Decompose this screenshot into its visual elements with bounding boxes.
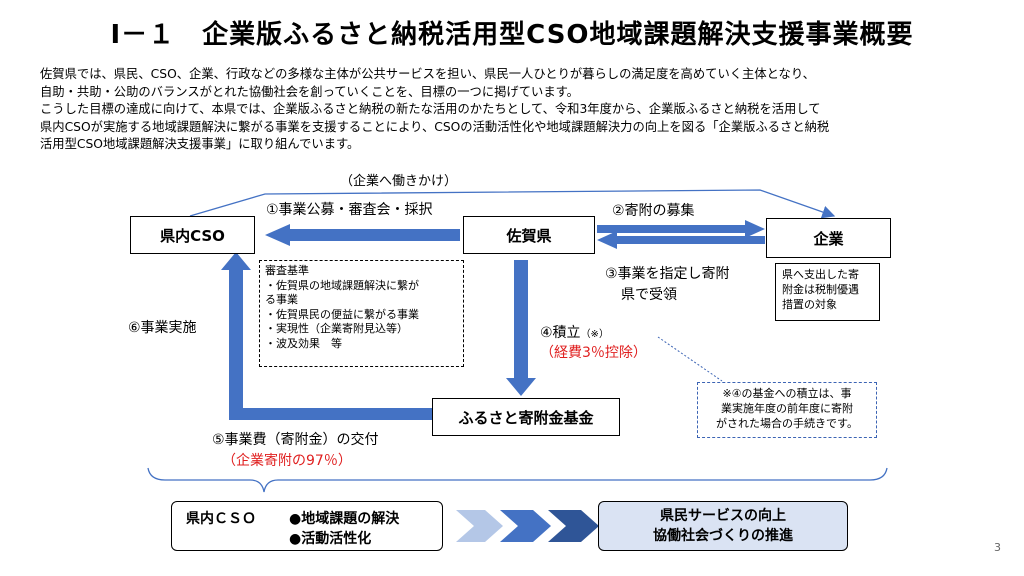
- bottom-bracket: [147, 467, 888, 493]
- company-label: 企業: [813, 229, 844, 248]
- fund-label: ふるさと寄附金基金: [458, 408, 594, 427]
- bottom-cso-box: 県内ＣＳＯ ●地域課題の解決 ●活動活性化: [171, 501, 443, 551]
- intro-line: 県内CSOが実施する地域課題解決に繋がる事業を支援することにより、CSOの活動活…: [40, 119, 830, 134]
- criteria-item: ・佐賀県民の便益に繋がる事業: [265, 307, 419, 321]
- arrow-saga-to-company: [597, 220, 765, 238]
- criteria-title: 審査基準: [265, 264, 309, 277]
- step4-text: ④積立: [540, 325, 581, 341]
- fund-box: ふるさと寄附金基金: [432, 398, 620, 436]
- arrow-saga-to-cso: [265, 224, 460, 246]
- criteria-item: ・佐賀県の地域課題解決に繋が: [265, 278, 419, 292]
- intro-line: 活用型CSO地域課題解決支援事業」に取り組んでいます。: [40, 137, 360, 151]
- step6-label: ⑥事業実施: [128, 320, 197, 336]
- arrow-fund-to-cso: [221, 252, 432, 420]
- effect-2: ●活動活性化: [289, 531, 372, 547]
- tax-note-box: 県へ支出した寄 附金は税制優遇 措置の対象: [775, 263, 880, 321]
- tax-note-line: 附金は税制優遇: [782, 283, 859, 296]
- footnote-line: ※④の基金への積立は、事: [722, 387, 852, 400]
- step4-deduction: （経費3％控除）: [540, 345, 647, 361]
- criteria-item: る事業: [265, 293, 298, 306]
- step3-label-line1: ③事業を指定し寄附: [605, 266, 730, 282]
- step4-note: （※）: [580, 329, 609, 340]
- outreach-line: [189, 189, 836, 219]
- step3-label-line2: 県で受領: [621, 287, 677, 303]
- cso-label: 県内CSO: [160, 226, 225, 245]
- result-line-1: 県民サービスの向上: [660, 508, 786, 524]
- step5-ratio: （企業寄附の97％）: [222, 453, 352, 469]
- result-box: 県民サービスの向上 協働社会づくりの推進: [598, 501, 848, 551]
- company-box: 企業: [766, 218, 891, 258]
- arrow-company-to-saga: [597, 231, 765, 249]
- effect-1: ●地域課題の解決: [289, 511, 400, 527]
- footnote-leader: [657, 336, 723, 382]
- saga-box: 佐賀県: [463, 216, 595, 254]
- criteria-item: ・実現性（企業寄附見込等）: [265, 322, 408, 335]
- step2-label: ②寄附の募集: [612, 203, 695, 219]
- page-number: 3: [994, 541, 1001, 554]
- intro-line: こうした目標の達成に向けて、本県では、企業版ふるさと納税の新たな活用のかたちとし…: [40, 102, 821, 116]
- footnote-line: 業実施年度の前年度に寄附: [721, 402, 853, 415]
- intro-text: 佐賀県では、県民、CSO、企業、行政などの多様な主体が公共サービスを担い、県民一…: [40, 66, 1000, 154]
- step5-label: ⑤事業費（寄附金）の交付: [212, 432, 379, 448]
- arrow-saga-to-fund: [506, 260, 536, 396]
- chevron-1: [456, 510, 503, 542]
- tax-note-line: 県へ支出した寄: [782, 268, 859, 281]
- footnote-box: ※④の基金への積立は、事 業実施年度の前年度に寄附 がされた場合の手続きです。: [697, 382, 877, 438]
- footnote-line: がされた場合の手続きです。: [716, 417, 858, 430]
- step1-label: ①事業公募・審査会・採択: [266, 202, 433, 218]
- chevron-3: [548, 510, 599, 542]
- step4-label: ④積立（※）: [540, 322, 609, 342]
- criteria-item: ・波及効果 等: [265, 336, 342, 350]
- cso-box: 県内CSO: [130, 216, 255, 254]
- intro-line: 自助・共助・公助のバランスがとれた協働社会を創っていくことを、目標の一つに掲げて…: [40, 84, 579, 99]
- criteria-box: 審査基準 ・佐賀県の地域課題解決に繋が る事業 ・佐賀県民の便益に繋がる事業 ・…: [259, 260, 464, 367]
- intro-line: 佐賀県では、県民、CSO、企業、行政などの多様な主体が公共サービスを担い、県民一…: [40, 67, 815, 81]
- chevron-2: [500, 510, 551, 542]
- saga-label: 佐賀県: [506, 226, 552, 245]
- page-title: Ⅰ－１ 企業版ふるさと納税活用型CSO地域課題解決支援事業概要: [110, 20, 914, 50]
- tax-note-line: 措置の対象: [782, 298, 837, 311]
- outreach-label: （企業へ働きかけ）: [340, 174, 458, 189]
- bottom-cso-label: 県内ＣＳＯ: [186, 511, 256, 527]
- result-line-2: 協働社会づくりの推進: [653, 528, 793, 544]
